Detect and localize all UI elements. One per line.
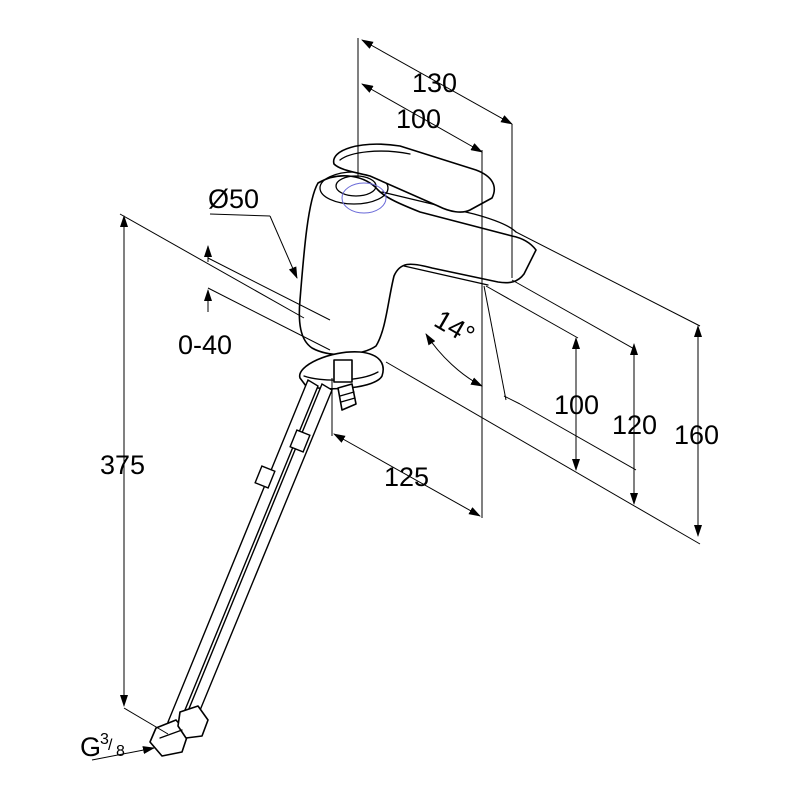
- thread-fraction-numerator: 3: [100, 731, 109, 748]
- thread-fraction-denominator: 8: [116, 743, 125, 760]
- dim-total-height-label: 375: [100, 450, 145, 480]
- thread-main-label: G: [80, 732, 101, 762]
- dim-clamping-range-label: 0-40: [178, 330, 232, 360]
- dim-width-top-label: 130: [412, 68, 457, 98]
- dim-angle-label: 14°: [429, 304, 479, 350]
- thread-fraction-slash: /: [108, 737, 113, 754]
- dim-spout-height-label: 100: [554, 390, 599, 420]
- supply-hoses: [149, 378, 333, 757]
- faucet-body: [298, 143, 537, 356]
- thread-size-label: G 3 / 8: [80, 731, 125, 762]
- mounting-assembly: [299, 351, 384, 411]
- dim-overall-height-label: 160: [674, 420, 719, 450]
- dim-spout-projection-label: 125: [384, 462, 429, 492]
- dimension-lines: [91, 38, 702, 761]
- dim-spout-reach-top-label: 100: [396, 104, 441, 134]
- dim-lever-height-label: 120: [612, 410, 657, 440]
- dim-diameter-label: Ø50: [208, 184, 259, 214]
